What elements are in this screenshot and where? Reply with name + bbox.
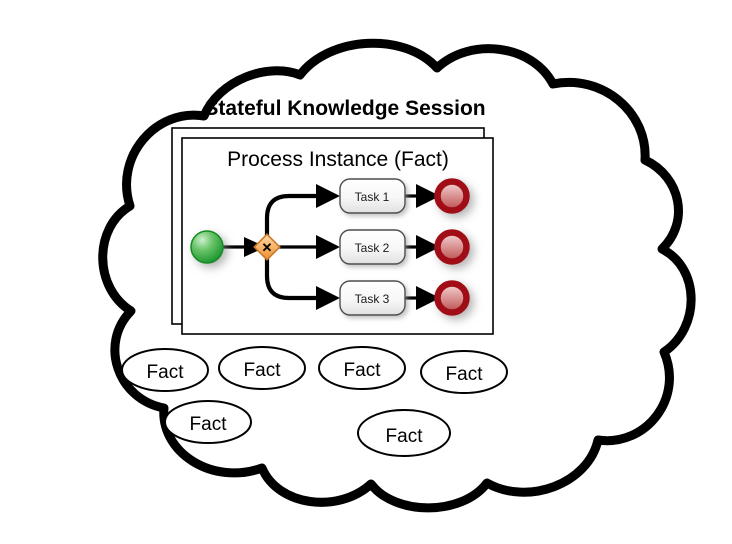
task-node-2[interactable] [339,229,406,265]
fact-label: Fact [386,426,424,447]
fact-ellipse-6: Fact [357,409,451,457]
fact-ellipse-3: Fact [318,346,406,390]
session-title: Stateful Knowledge Session [204,97,485,120]
task-label-2: Task 2 [355,241,390,255]
fact-label: Fact [344,360,382,381]
fact-label: Fact [446,364,484,385]
fact-row-top: Fact Fact Fact Fact [121,346,508,394]
end-event-2 [434,229,470,265]
fact-row-bottom: Fact Fact [164,400,451,457]
task-label-3: Task 3 [355,292,390,306]
exclusive-gateway: ✕ [253,233,281,261]
fact-ellipse-1: Fact [121,348,209,392]
end-event-3 [434,280,470,316]
fact-label: Fact [147,362,185,383]
fact-label: Fact [244,360,282,381]
task-label-1: Task 1 [355,190,390,204]
start-event [190,230,224,264]
fact-ellipse-5: Fact [164,400,252,444]
fact-ellipse-4: Fact [420,350,508,394]
fact-label: Fact [190,414,228,435]
end-event-1 [434,178,470,214]
task-node-3[interactable] [339,280,406,316]
panel-title: Process Instance (Fact) [227,148,449,171]
fact-ellipse-2: Fact [218,346,306,390]
task-node-1[interactable] [339,178,406,214]
gateway-x-marker: ✕ [262,240,273,255]
